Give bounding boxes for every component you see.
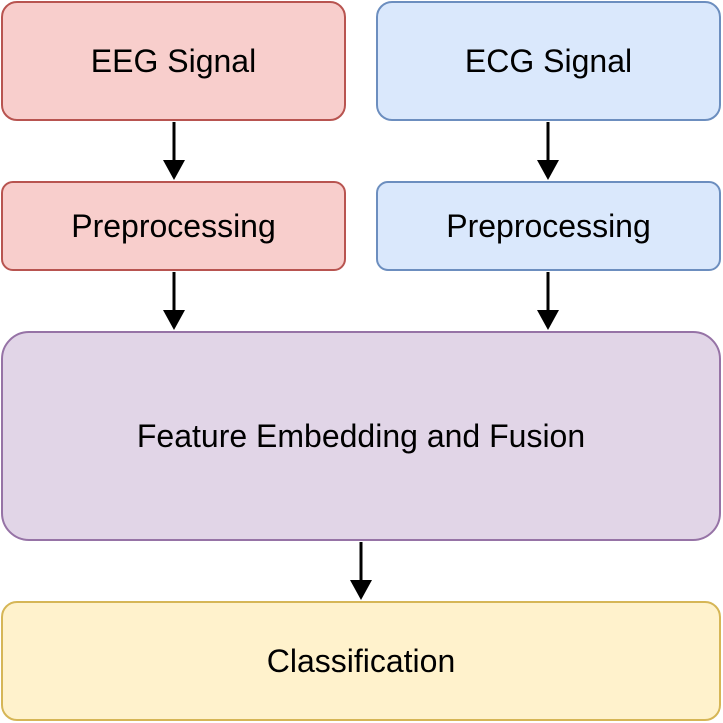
fusion-node: Feature Embedding and Fusion (1, 331, 721, 541)
ecg-signal-label: ECG Signal (464, 42, 633, 79)
arrow-eeg-preprocessing-to-fusion (163, 272, 185, 330)
arrow-fusion-to-classification (350, 542, 372, 600)
classification-node: Classification (1, 601, 721, 721)
ecg-signal-node: ECG Signal (376, 1, 721, 121)
classification-label: Classification (266, 642, 456, 679)
eeg-preprocessing-label: Preprocessing (71, 207, 276, 244)
arrow-eeg-to-preprocessing (163, 122, 185, 180)
ecg-preprocessing-label: Preprocessing (446, 207, 651, 244)
arrow-ecg-to-preprocessing (537, 122, 559, 180)
ecg-preprocessing-node: Preprocessing (376, 181, 721, 271)
eeg-signal-node: EEG Signal (1, 1, 346, 121)
eeg-preprocessing-node: Preprocessing (1, 181, 346, 271)
fusion-label: Feature Embedding and Fusion (136, 417, 586, 454)
arrow-ecg-preprocessing-to-fusion (537, 272, 559, 330)
eeg-signal-label: EEG Signal (90, 42, 257, 79)
